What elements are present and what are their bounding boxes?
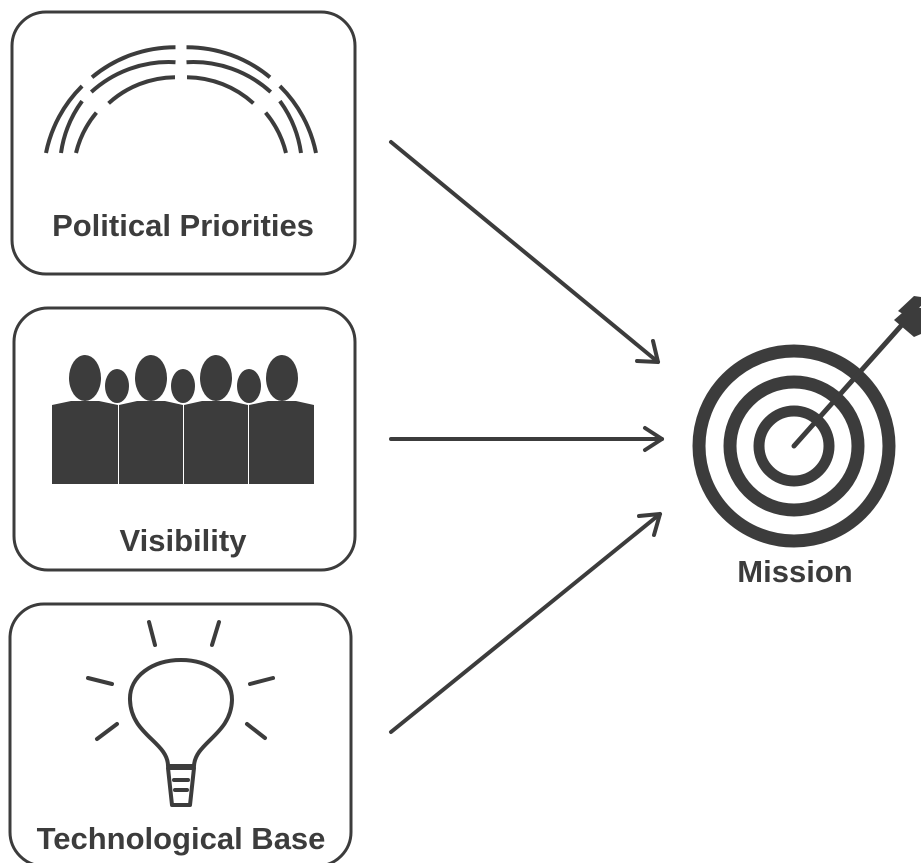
technological-base-label: Technological Base	[37, 821, 326, 856]
visibility-label: Visibility	[120, 523, 248, 558]
target-arrow-icon	[692, 296, 921, 548]
arrow-technological-to-mission	[389, 512, 662, 734]
arrow-visibility-to-mission	[389, 426, 664, 452]
mission-label: Mission	[737, 554, 852, 589]
parliament-arcs-icon	[44, 45, 318, 154]
political-priorities-label: Political Priorities	[52, 208, 314, 243]
political-priorities-box: Political Priorities	[10, 10, 357, 276]
crowd-icon	[52, 355, 314, 484]
lightbulb-icon	[86, 620, 275, 807]
visibility-box: Visibility	[12, 306, 357, 572]
technological-base-box: Technological Base	[8, 602, 353, 863]
connector-arrows	[389, 140, 664, 734]
arrow-political-to-mission	[389, 140, 660, 364]
